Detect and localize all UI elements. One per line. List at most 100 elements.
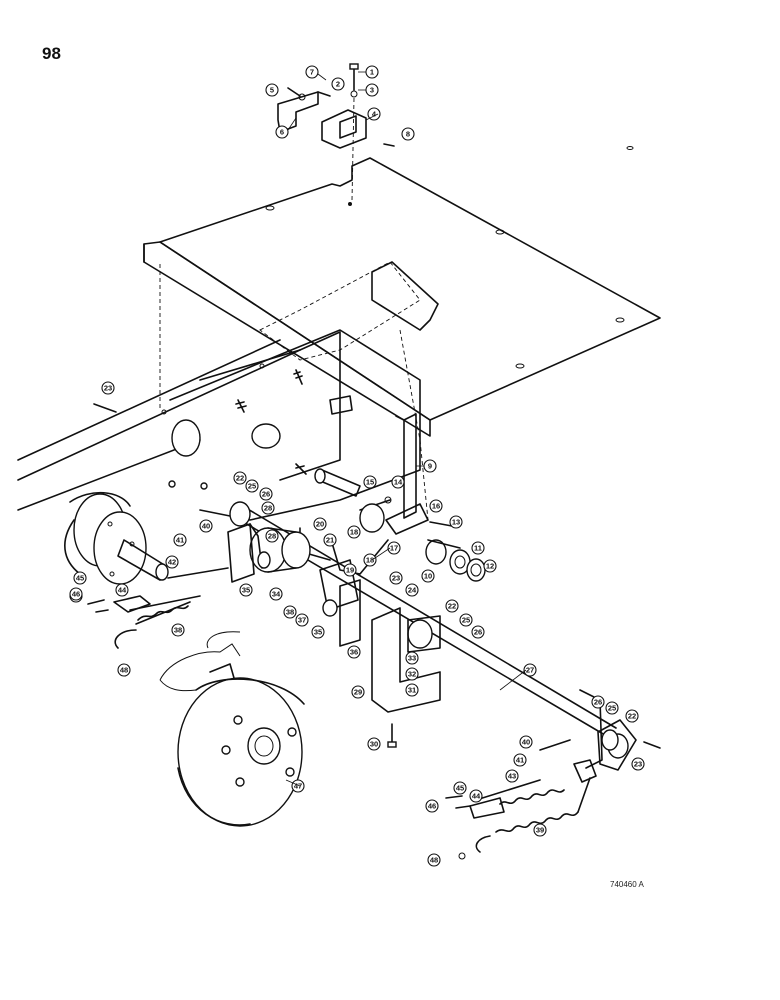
svg-text:25: 25 (462, 616, 470, 625)
callout-41-left: 41 (173, 533, 187, 547)
callout-23-mid: 23 (389, 571, 403, 585)
callout-22-right: 22 (625, 709, 639, 723)
callout-28-mid: 28 (265, 529, 279, 543)
lower-cross-shaft (229, 501, 617, 739)
callout-18-lower: 18 (363, 553, 377, 567)
svg-text:16: 16 (432, 502, 440, 511)
svg-text:35: 35 (314, 628, 322, 637)
svg-text:43: 43 (508, 772, 516, 781)
callout-26-right: 26 (591, 695, 605, 709)
callout-44-right: 44 (469, 789, 483, 803)
callout-27: 27 (523, 663, 537, 677)
callout-28-left: 28 (261, 501, 275, 515)
svg-text:48: 48 (430, 856, 438, 865)
callout-31: 31 (405, 683, 419, 697)
callout-43-right: 43 (505, 769, 519, 783)
svg-text:10: 10 (424, 572, 432, 581)
svg-text:12: 12 (486, 562, 494, 571)
page-number: 98 (42, 44, 61, 63)
svg-text:21: 21 (326, 536, 334, 545)
svg-text:29: 29 (354, 688, 362, 697)
svg-text:37: 37 (298, 616, 306, 625)
callout-11: 11 (471, 541, 485, 555)
callout-4: 4 (367, 107, 381, 121)
svg-text:11: 11 (474, 544, 482, 553)
callout-15: 15 (363, 475, 377, 489)
pedal-arm (395, 413, 417, 519)
large-pulley (177, 663, 305, 827)
svg-text:30: 30 (370, 740, 378, 749)
callout-25-left: 25 (245, 479, 259, 493)
callout-38-left: 38 (171, 623, 185, 637)
callout-6: 6 (275, 125, 289, 139)
svg-text:23: 23 (392, 574, 400, 583)
callout-33: 33 (405, 651, 419, 665)
pedal-hidden-lines (259, 261, 429, 521)
callout-14: 14 (391, 475, 405, 489)
svg-text:20: 20 (316, 520, 324, 529)
left-support-bracket (227, 523, 271, 583)
svg-text:34: 34 (272, 590, 281, 599)
callout-45-left: 45 (73, 571, 87, 585)
callout-8: 8 (401, 127, 415, 141)
svg-text:18: 18 (350, 528, 358, 537)
callout-3: 3 (358, 83, 379, 97)
callout-9: 9 (416, 459, 437, 473)
callout-38-mid: 38 (283, 605, 297, 619)
svg-text:26: 26 (594, 698, 602, 707)
svg-text:28: 28 (264, 504, 272, 513)
svg-text:44: 44 (472, 792, 481, 801)
callout-30: 30 (367, 737, 381, 751)
svg-text:42: 42 (168, 558, 176, 567)
callout-45-right: 45 (453, 781, 467, 795)
svg-text:32: 32 (408, 670, 416, 679)
svg-text:35: 35 (242, 586, 250, 595)
callout-12: 12 (483, 559, 497, 573)
callout-29: 29 (351, 685, 365, 699)
callout-16: 16 (429, 499, 443, 513)
svg-text:41: 41 (176, 536, 184, 545)
callout-7: 7 (305, 65, 319, 79)
svg-text:8: 8 (406, 130, 410, 139)
svg-text:5: 5 (270, 86, 274, 95)
callout-2: 2 (331, 77, 345, 91)
svg-text:46: 46 (72, 590, 80, 599)
callout-22-mid: 22 (445, 599, 459, 613)
svg-text:24: 24 (408, 586, 417, 595)
svg-text:9: 9 (428, 462, 432, 471)
callout-13: 13 (449, 515, 463, 529)
callout-25-mid: 25 (459, 613, 473, 627)
svg-text:38: 38 (286, 608, 294, 617)
svg-text:4: 4 (372, 110, 377, 119)
svg-text:44: 44 (118, 586, 127, 595)
callout-24: 24 (405, 583, 419, 597)
svg-text:23: 23 (104, 384, 112, 393)
right-end-assembly (445, 689, 661, 860)
callout-37: 37 (295, 613, 309, 627)
callout-42: 42 (165, 555, 179, 569)
callout-23-top: 23 (101, 381, 115, 395)
svg-text:47: 47 (294, 782, 302, 791)
callout-23-right: 23 (631, 757, 645, 771)
svg-text:36: 36 (350, 648, 358, 657)
svg-text:26: 26 (262, 490, 270, 499)
svg-text:48: 48 (120, 666, 128, 675)
callout-26-mid: 26 (471, 625, 485, 639)
callout-44-left: 44 (115, 583, 129, 597)
svg-text:1: 1 (370, 68, 374, 77)
callout-22-left: 22 (233, 471, 247, 485)
callout-18-upper: 18 (347, 525, 361, 539)
figure-reference: 740460 A (610, 880, 644, 889)
upper-cross-shaft (259, 468, 486, 582)
svg-text:13: 13 (452, 518, 460, 527)
top-bracket-assembly (277, 63, 395, 206)
svg-text:28: 28 (268, 532, 276, 541)
callout-40-right: 40 (519, 735, 533, 749)
svg-text:33: 33 (408, 654, 416, 663)
callout-34: 34 (269, 587, 283, 601)
svg-text:18: 18 (366, 556, 374, 565)
svg-text:39: 39 (536, 826, 544, 835)
callout-35-left: 35 (239, 583, 253, 597)
callout-46-left: 46 (69, 587, 83, 601)
